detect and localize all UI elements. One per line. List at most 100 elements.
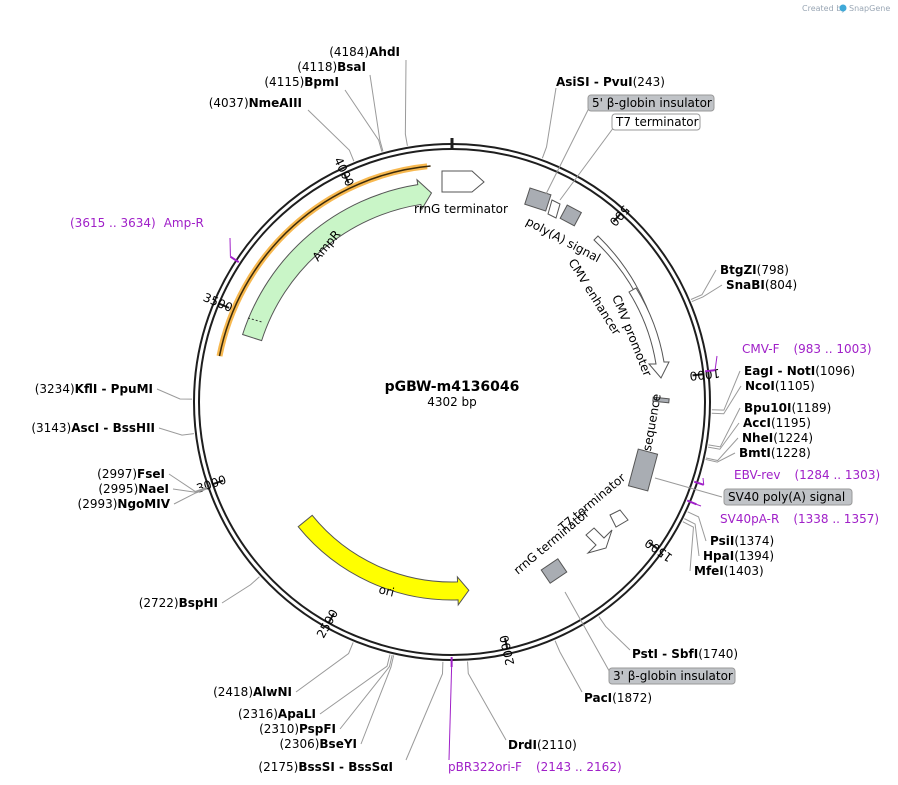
tick-4000 — [343, 172, 350, 184]
t7-terminator-bottom-glyph — [609, 509, 629, 528]
site-separator: - — [99, 421, 112, 435]
site-name: HpaI — [703, 549, 734, 563]
site-position: (1394) — [734, 549, 774, 563]
site-name: BseYI — [319, 737, 357, 751]
site-position: (2722) — [139, 596, 179, 610]
site-name: AlwNI — [253, 685, 292, 699]
site-name: NaeI — [138, 482, 169, 496]
primer-name: EBV-rev — [734, 468, 780, 482]
site-label-ahdi: (4184)AhdI — [329, 45, 400, 59]
site-name: AhdI — [369, 45, 400, 59]
site-name: BpmI — [304, 75, 339, 89]
cmv-promoter-label: CMV promoter — [609, 293, 654, 378]
site-label-psti: PstI - SbfI(1740) — [632, 647, 738, 661]
site-separator: - — [335, 760, 348, 774]
site-label-ncoi: NcoI(1105) — [745, 379, 815, 393]
tick-3500 — [218, 302, 230, 309]
site-label-btgzi: BtgZI(798) — [720, 263, 789, 277]
primer-leader-ebv-rev — [702, 477, 705, 485]
tick-3000 — [212, 479, 224, 486]
site-position: (2110) — [537, 738, 577, 752]
snapgene-logo-icon — [839, 4, 847, 12]
site-leader-fsei — [168, 473, 207, 493]
primer-marker-cmv-f — [705, 369, 716, 373]
site-name: PacI — [584, 691, 612, 705]
site-name: BspHI — [179, 596, 218, 610]
site-name: NgoMIV — [117, 497, 170, 511]
site-position: (3234) — [35, 382, 75, 396]
primer-name: pBR322ori-F — [448, 760, 522, 774]
kozak-sequence-box — [652, 396, 670, 404]
site-name: NheI — [742, 431, 773, 445]
poly-a-signal-label: poly(A) signal — [524, 214, 603, 265]
site-label-pspfi: (2310)PspFI — [259, 722, 336, 736]
site-separator: - — [97, 382, 110, 396]
site-label-bsssi: (2175)BssSI - BssSαI — [258, 760, 393, 774]
site-label-apali: (2316)ApaLI — [238, 707, 316, 721]
site-position: (2316) — [238, 707, 278, 721]
cmv-promoter-arrow — [628, 287, 670, 379]
site-position: (1228) — [771, 446, 811, 460]
site-leader-kfli — [156, 388, 193, 400]
site-leader-asci — [158, 427, 194, 436]
leader-t7-terminator — [559, 126, 615, 201]
site-name: DrdI — [508, 738, 537, 752]
site-label-alwni: (2418)AlwNI — [213, 685, 292, 699]
primer-marker-ebv-rev — [693, 480, 705, 486]
site-name-secondary: NotI — [787, 364, 816, 378]
leader-sv40-poly-a — [654, 477, 723, 498]
site-position: (2306) — [280, 737, 320, 751]
site-name-secondary: PpuMI — [111, 382, 153, 396]
credit-prefix: Created by — [802, 4, 846, 13]
boxed-label-3-beta-globin-text: 3' β-globin insulator — [613, 669, 733, 683]
site-label-bseyi: (2306)BseYI — [280, 737, 358, 751]
site-label-mfei: MfeI(1403) — [694, 564, 764, 578]
rrng-terminator-bottom-arrow — [585, 527, 613, 554]
tick-2500 — [327, 612, 335, 624]
primer-marker-amp-r — [229, 255, 240, 263]
site-name: KflI — [75, 382, 98, 396]
ampr-feature-arrow — [241, 178, 433, 342]
primer-name: CMV-F — [742, 342, 780, 356]
rrng-terminator-top-arrow — [441, 170, 485, 193]
site-position: (2418) — [213, 685, 253, 699]
site-label-nhei: NheI(1224) — [742, 431, 813, 445]
primer-name: SV40pA-R — [720, 512, 779, 526]
site-name-secondary: BssHII — [113, 421, 155, 435]
tick-label-500: 500 — [607, 203, 633, 229]
site-position: (1195) — [771, 416, 811, 430]
site-leader-bsphi — [221, 576, 260, 604]
primer-label-cmv-f: CMV-F(983 .. 1003) — [742, 342, 872, 356]
boxed-label-sv40-poly-a: SV40 poly(A) signal — [723, 488, 853, 506]
ampr-highlight-inner-arc — [218, 165, 431, 357]
site-leader-btgzi — [690, 269, 717, 300]
primer-leader-pbr322ori-f — [448, 666, 453, 761]
site-name: EagI — [744, 364, 773, 378]
site-leader-asisi — [541, 87, 557, 159]
ori-feature-arrow — [297, 514, 470, 607]
5-beta-globin-insulator-box — [524, 187, 552, 212]
primer-name: Amp-R — [164, 216, 204, 230]
leader-3-beta-globin — [564, 591, 613, 677]
3-beta-globin-insulator-box — [540, 558, 568, 584]
primer-leader-cmv-f — [714, 355, 718, 371]
site-label-bsai: (4118)BsaI — [297, 60, 366, 74]
site-position: (4115) — [264, 75, 304, 89]
site-position: (1224) — [773, 431, 813, 445]
poly-a-signal-box — [559, 204, 583, 227]
site-label-paci: PacI(1872) — [584, 691, 652, 705]
site-position: (1374) — [734, 534, 774, 548]
leader-5-beta-globin — [545, 105, 591, 195]
site-name-secondary: PvuI — [603, 75, 633, 89]
site-name: ApaLI — [278, 707, 316, 721]
site-name: BmtI — [739, 446, 771, 460]
site-name: FseI — [137, 467, 165, 481]
primer-label-pbr322ori-f: pBR322ori-F (2143 .. 2162) — [448, 760, 622, 774]
tick-2000 — [503, 637, 509, 650]
site-label-eagi: EagI - NotI(1096) — [744, 364, 855, 378]
primer-range: (2143 .. 2162) — [536, 760, 622, 774]
tick-500 — [612, 212, 622, 223]
